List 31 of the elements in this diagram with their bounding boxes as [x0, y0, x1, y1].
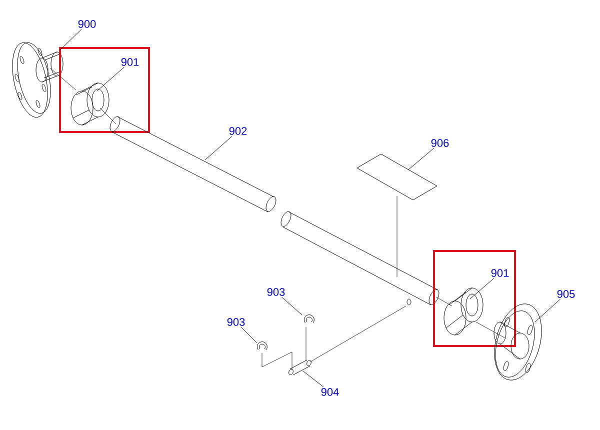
assembly-line — [310, 306, 406, 362]
leader-line — [96, 66, 124, 92]
leader-line — [534, 298, 561, 322]
assembly-line — [262, 352, 292, 370]
callout-number: 900 — [78, 20, 96, 28]
callout-number: 904 — [321, 388, 339, 396]
pin-drawing — [288, 360, 312, 376]
leader-line — [240, 326, 258, 344]
assembly-line — [396, 196, 398, 278]
callout-number: 901 — [491, 269, 509, 277]
leader-line — [282, 296, 302, 316]
callout-number: 901 — [121, 58, 139, 66]
assembly-line — [100, 108, 116, 124]
flange-drawing — [494, 304, 542, 380]
clip-drawing — [304, 314, 314, 324]
leader-line — [470, 278, 494, 300]
callout-number: 906 — [431, 139, 449, 147]
highlight-frame — [59, 47, 150, 133]
flange-drawing — [12, 42, 64, 118]
highlight-frame — [433, 250, 516, 347]
callout-number: 905 — [557, 290, 575, 298]
leader-line — [408, 148, 434, 170]
clip-drawing — [256, 342, 268, 350]
leader-line — [60, 28, 82, 50]
leader-line — [302, 370, 324, 388]
assembly-line — [436, 296, 452, 306]
assembly-line — [50, 68, 76, 90]
collar-drawing — [70, 82, 110, 126]
leader-line — [204, 136, 232, 160]
callout-number: 903 — [227, 318, 245, 326]
collar-drawing — [444, 288, 484, 336]
